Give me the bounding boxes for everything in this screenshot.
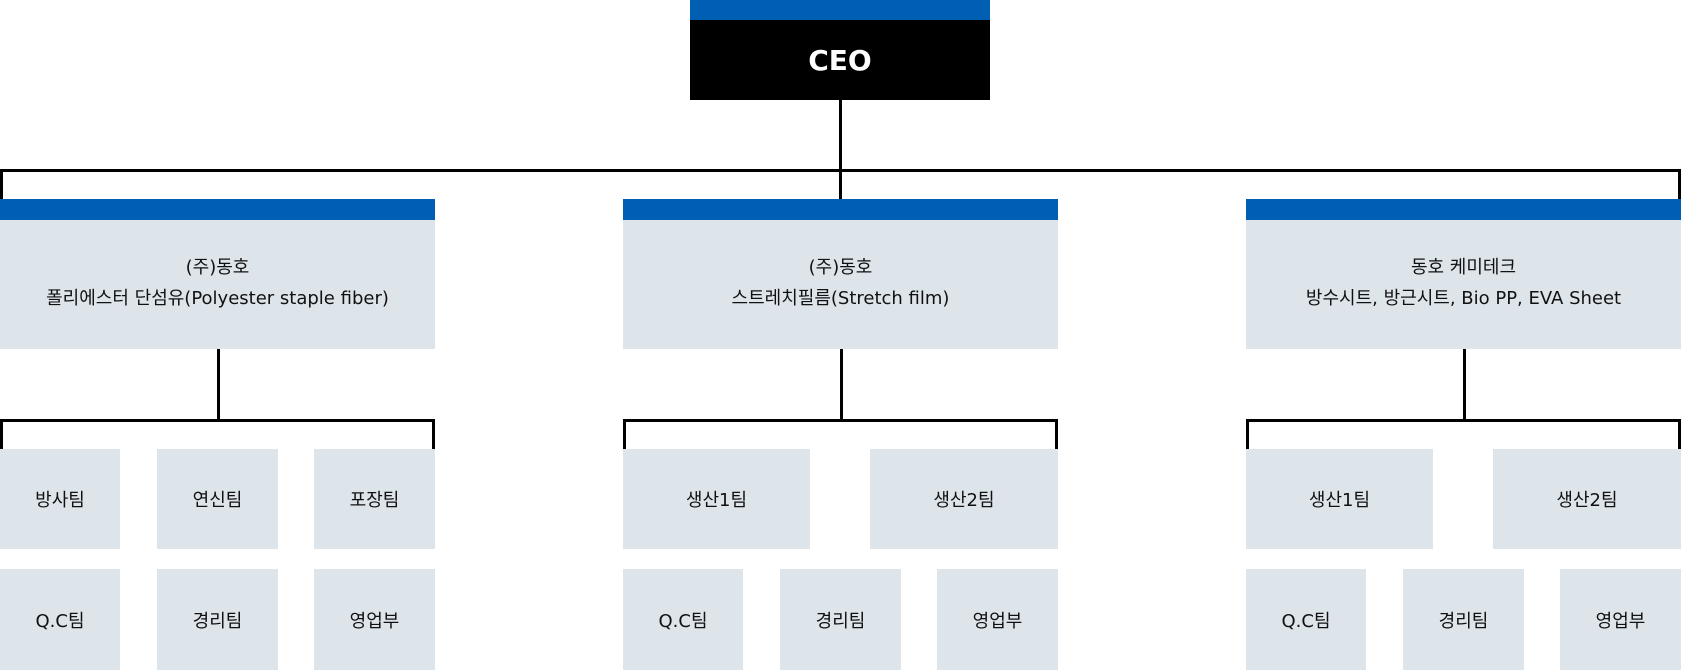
company-2-team-connector [623, 419, 1058, 422]
company-2-name: (주)동호 [808, 257, 873, 278]
team-box: 영업부 [937, 569, 1058, 670]
team-box: 생산2팀 [1493, 449, 1681, 549]
team-box: 방사팀 [0, 449, 120, 549]
ceo-label: CEO [808, 43, 872, 77]
company-1-name: (주)동호 [185, 257, 250, 278]
team-box: 영업부 [314, 569, 435, 670]
team-box: 경리팀 [1403, 569, 1524, 670]
team-box: Q.C팀 [1246, 569, 1366, 670]
company-box-1: (주)동호 폴리에스터 단섬유(Polyester staple fiber) [0, 199, 435, 349]
company-2-drop [839, 169, 842, 199]
ceo-accent-bar [690, 0, 990, 20]
company-1-team-drop-left [0, 419, 3, 449]
company-1-team-connector [0, 419, 435, 422]
company-2-stem [840, 349, 843, 421]
company-1-product: 폴리에스터 단섬유(Polyester staple fiber) [46, 288, 389, 309]
company-3-accent-bar [1246, 199, 1681, 220]
ceo-connector [839, 100, 842, 172]
company-1-drop [0, 169, 3, 199]
team-box: 영업부 [1560, 569, 1681, 670]
company-1-team-drop-right [432, 419, 435, 449]
company-3-team-drop-right [1678, 419, 1681, 449]
company-1-stem [217, 349, 220, 421]
company-box-2: (주)동호 스트레치필름(Stretch film) [623, 199, 1058, 349]
team-box: 연신팀 [157, 449, 278, 549]
company-2-team-drop-left [623, 419, 626, 449]
team-box: 경리팀 [780, 569, 901, 670]
company-3-name: 동호 케미테크 [1410, 257, 1517, 278]
company-2-accent-bar [623, 199, 1058, 220]
company-3-stem [1463, 349, 1466, 421]
team-box: Q.C팀 [0, 569, 120, 670]
team-box: 생산1팀 [1246, 449, 1433, 549]
company-2-team-drop-right [1055, 419, 1058, 449]
team-box: 포장팀 [314, 449, 435, 549]
company-3-team-drop-left [1246, 419, 1249, 449]
company-3-product: 방수시트, 방근시트, Bio PP, EVA Sheet [1305, 288, 1622, 309]
team-box: 생산2팀 [870, 449, 1058, 549]
ceo-box: CEO [690, 0, 990, 100]
team-box: 생산1팀 [623, 449, 810, 549]
team-box: 경리팀 [157, 569, 278, 670]
company-2-product: 스트레치필름(Stretch film) [731, 288, 950, 309]
team-box: Q.C팀 [623, 569, 743, 670]
company-box-3: 동호 케미테크 방수시트, 방근시트, Bio PP, EVA Sheet [1246, 199, 1681, 349]
company-1-accent-bar [0, 199, 435, 220]
company-3-drop [1678, 169, 1681, 199]
company-3-team-connector [1246, 419, 1681, 422]
